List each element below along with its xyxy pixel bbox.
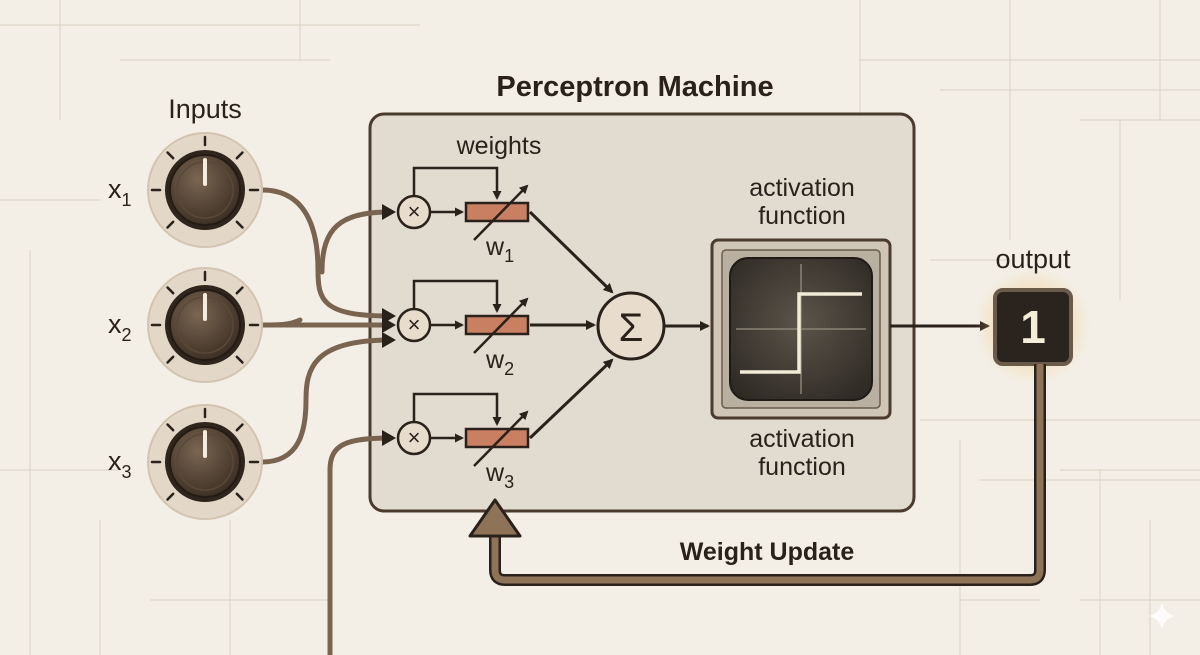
weight-row-3: × w3 [396, 392, 530, 492]
step-function-trace [740, 292, 862, 374]
weight-label-w2: w2 [485, 346, 514, 379]
weight-resistor-1[interactable] [464, 201, 530, 223]
input-label-x3: x3 [108, 446, 132, 482]
multiply-symbol: × [408, 312, 421, 337]
input-knobs: x1 x2 x3 [108, 132, 263, 520]
weight-rows: × w1 × w2 × w3 [396, 166, 530, 492]
activation-label-bottom-1: activation [749, 425, 855, 453]
activation-label-top-1: activation [749, 174, 855, 202]
weight-resistor-2[interactable] [464, 314, 530, 336]
input-arrowheads [382, 204, 396, 446]
input-label-x1: x1 [108, 174, 132, 210]
multiply-symbol: × [408, 425, 421, 450]
multiply-symbol: × [408, 199, 421, 224]
weight-row-2: × w2 [396, 279, 530, 379]
weight-update-arrowhead [468, 498, 522, 538]
summation-node: Σ [528, 210, 710, 440]
input-label-x2: x2 [108, 309, 132, 345]
weight-resistor-3[interactable] [464, 427, 530, 449]
diagram-title: Perceptron Machine [496, 71, 773, 103]
summation-circle [596, 291, 666, 361]
activation-label-bottom-2: function [758, 453, 846, 481]
knob-x2[interactable]: x2 [108, 267, 263, 383]
sparkle-icon [1148, 602, 1176, 630]
weight-row-1: × w1 [396, 166, 530, 266]
weight-label-w1: w1 [485, 233, 514, 266]
knob-x1[interactable]: x1 [108, 132, 263, 248]
output-display [993, 288, 1073, 366]
inputs-label: Inputs [168, 94, 242, 124]
weight-update-label: Weight Update [680, 538, 855, 566]
weights-label: weights [456, 132, 542, 160]
sum-symbol: Σ [619, 306, 644, 350]
output-value: 1 [1020, 301, 1046, 353]
weight-label-w3: w3 [485, 459, 514, 492]
input-wires [259, 187, 393, 655]
knob-x3[interactable]: x3 [108, 404, 263, 520]
activation-label-top-2: function [758, 202, 846, 230]
activation-scope [710, 238, 892, 420]
